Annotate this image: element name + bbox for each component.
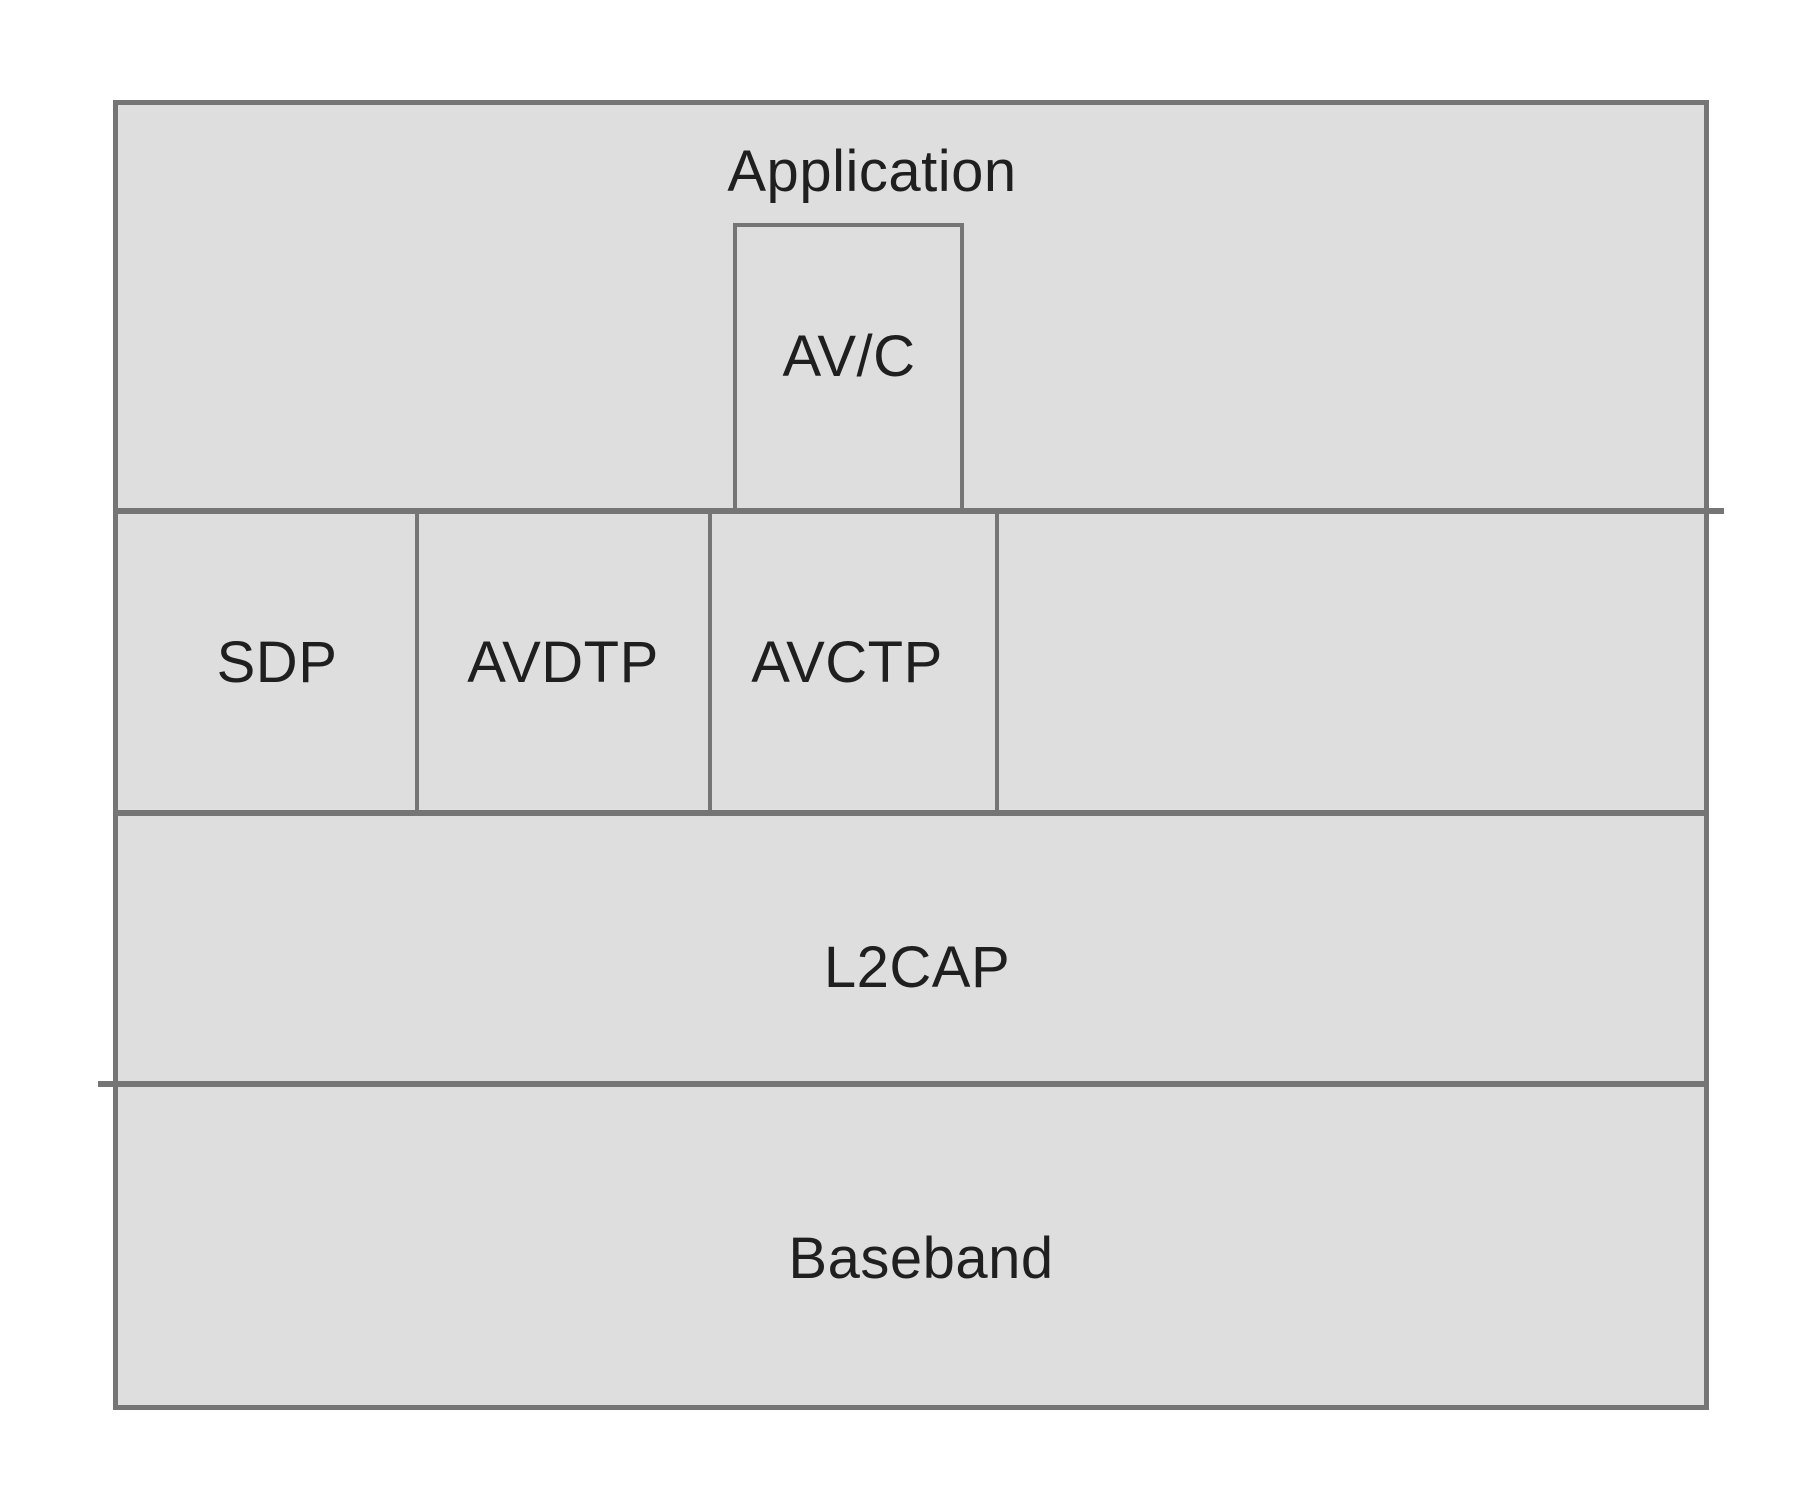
divider-l2cap-baseband xyxy=(98,1081,1709,1087)
label-l2cap: L2CAP xyxy=(823,935,1011,1000)
divider-application-middle-row xyxy=(113,508,1724,514)
label-avctp: AVCTP xyxy=(751,630,943,695)
divider-avdtp-avctp xyxy=(708,508,712,814)
label-sdp: SDP xyxy=(216,630,338,695)
divider-avctp-right-edge xyxy=(995,508,999,814)
label-application: Application xyxy=(727,139,1017,204)
divider-middle-row-l2cap xyxy=(113,810,1709,816)
layer-box-avc xyxy=(733,223,964,513)
label-avc: AV/C xyxy=(782,324,916,389)
label-avdtp: AVDTP xyxy=(467,630,659,695)
divider-sdp-avdtp xyxy=(415,508,419,814)
label-baseband: Baseband xyxy=(788,1226,1054,1291)
